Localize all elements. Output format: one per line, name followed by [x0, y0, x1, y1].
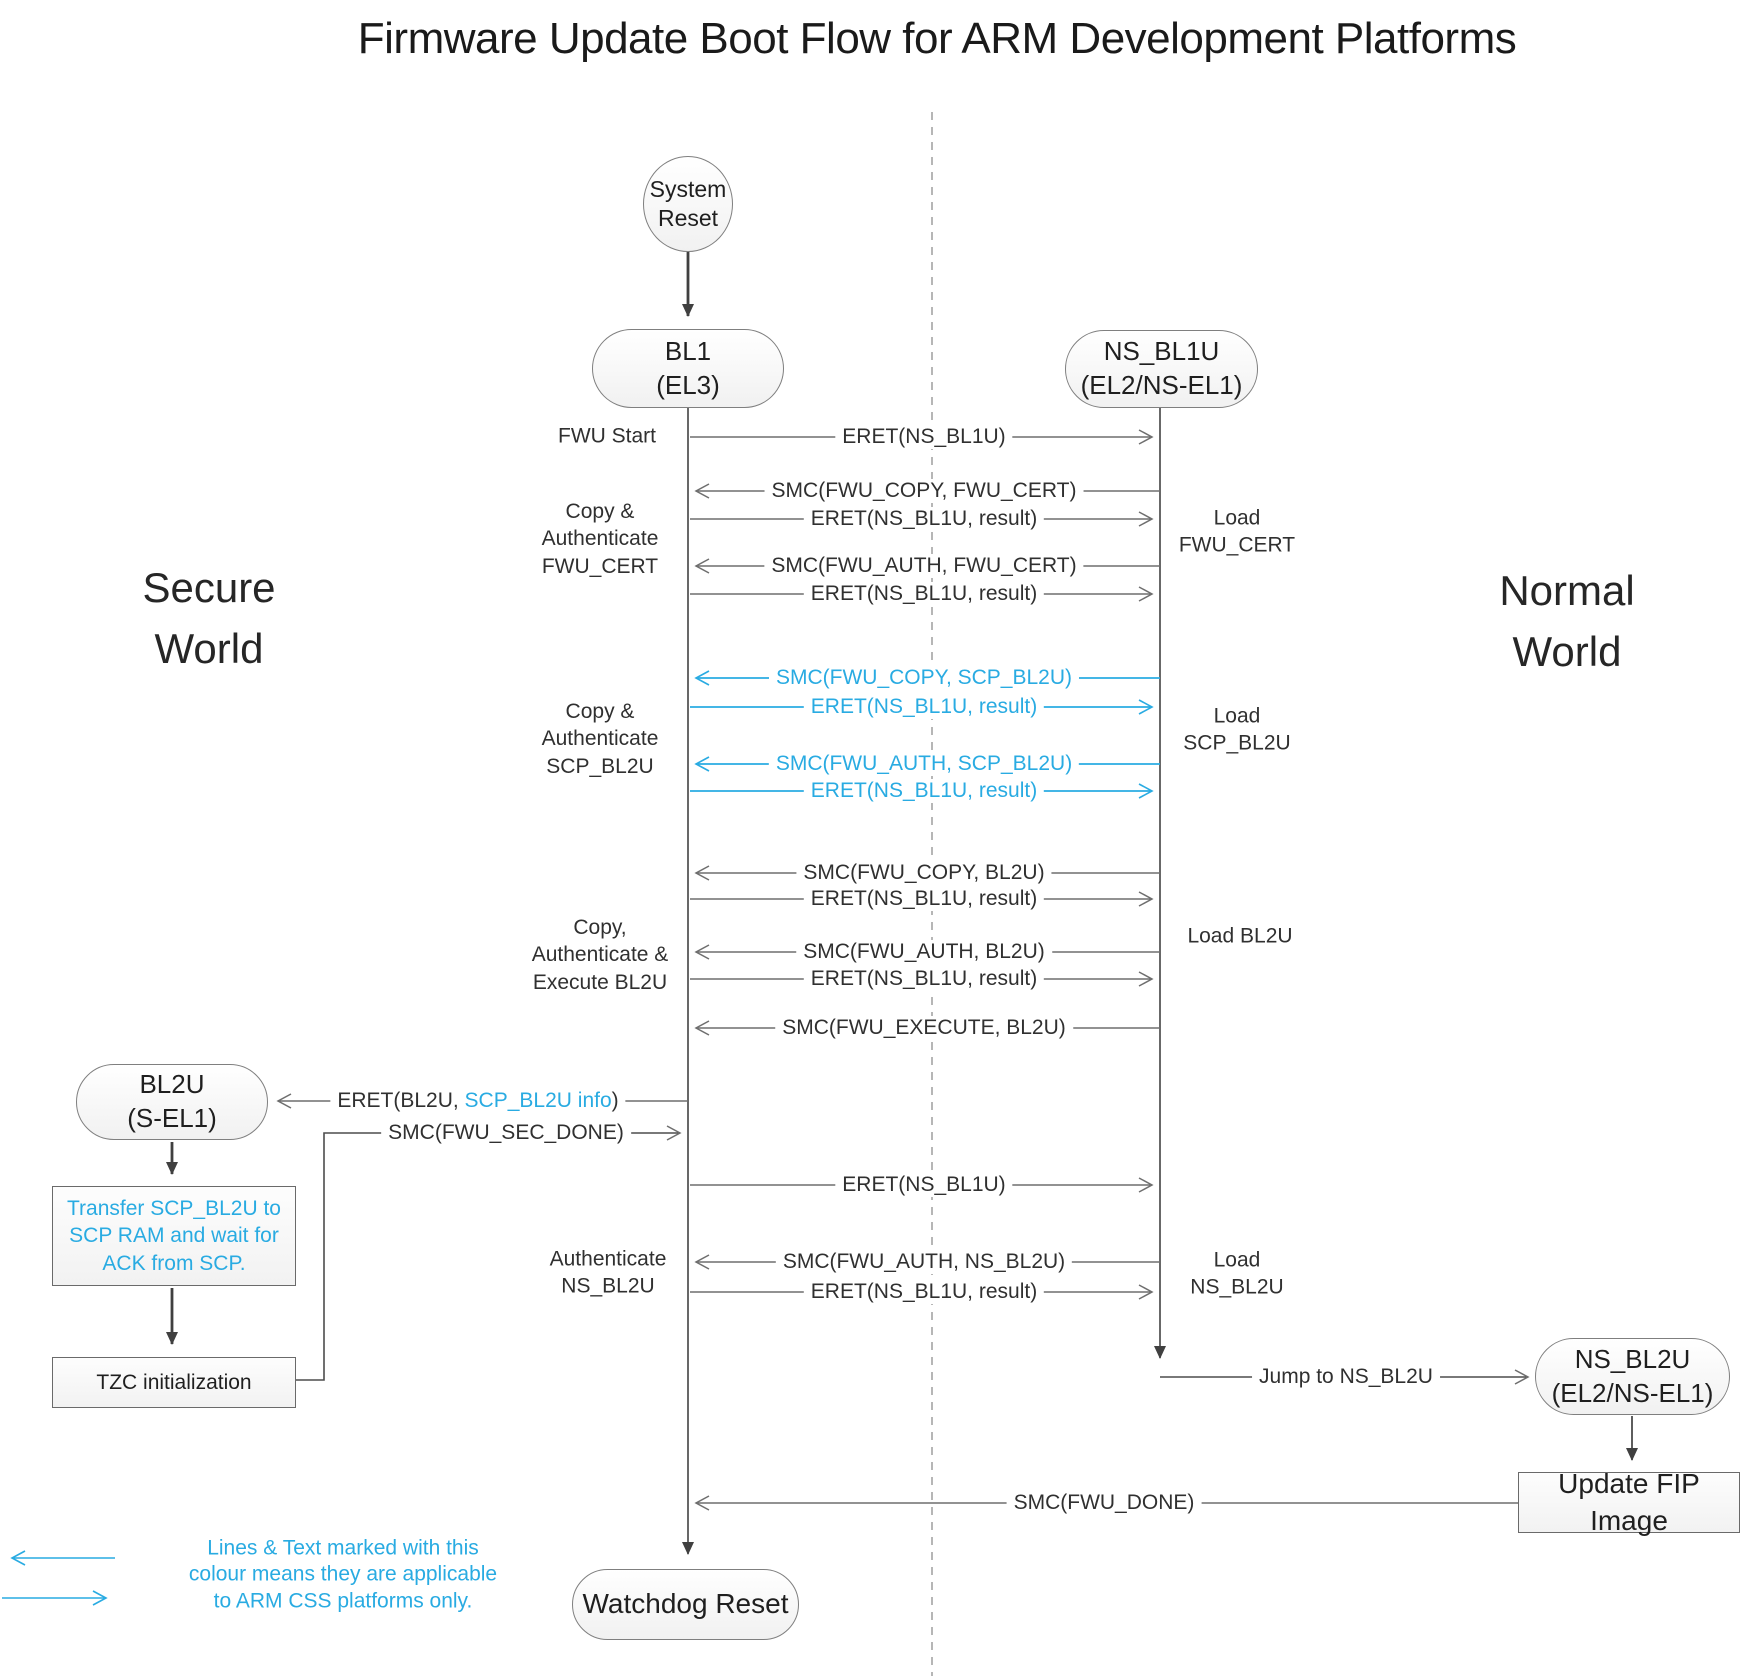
diagram-title: Firmware Update Boot Flow for ARM Develo… [357, 14, 1517, 63]
msg-label-eret-ns-bl1u: ERET(NS_BL1U) [835, 425, 1013, 449]
msg-label-smc-fwu-copy-fwu-cert: SMC(FWU_COPY, FWU_CERT) [764, 479, 1084, 503]
msg-label-smc-fwu-auth-fwu-cert: SMC(FWU_AUTH, FWU_CERT) [764, 554, 1084, 578]
msg-label-eret-result: ERET(NS_BL1U, result) [803, 967, 1045, 991]
normal-world-label: Normal World [1499, 567, 1635, 675]
node-transfer-scp-bl2u: Transfer SCP_BL2U to SCP RAM and wait fo… [52, 1186, 296, 1286]
node-ns-bl2u: NS_BL2U (EL2/NS-EL1) [1535, 1338, 1730, 1415]
annotation-copy-auth-scp-bl2u: Copy & Authenticate SCP_BL2U [541, 700, 659, 778]
annotation-load-ns-bl2u: Load NS_BL2U [1190, 1248, 1284, 1299]
msg-label-smc-fwu-copy-scp-bl2u: SMC(FWU_COPY, SCP_BL2U) [768, 666, 1080, 690]
node-watchdog-reset: Watchdog Reset [572, 1569, 799, 1640]
msg-label-eret-result: ERET(NS_BL1U, result) [803, 582, 1045, 606]
annotation-copy-auth-fwu-cert: Copy & Authenticate FWU_CERT [541, 500, 659, 578]
msg-label-smc-fwu-execute-bl2u: SMC(FWU_EXECUTE, BL2U) [775, 1016, 1073, 1040]
msg-label-eret-bl2u-scp-info: ERET(BL2U, SCP_BL2U info) [330, 1089, 626, 1113]
node-bl1: BL1 (EL3) [592, 329, 784, 408]
msg-label-eret-result: ERET(NS_BL1U, result) [803, 887, 1045, 911]
msg-label-smc-fwu-sec-done: SMC(FWU_SEC_DONE) [381, 1121, 631, 1145]
annotation-load-scp-bl2u: Load SCP_BL2U [1183, 704, 1291, 755]
annotation-fwu-start: FWU Start [558, 424, 656, 448]
node-ns-bl1u: NS_BL1U (EL2/NS-EL1) [1065, 330, 1258, 408]
annotation-copy-auth-exec-bl2u: Copy, Authenticate & Execute BL2U [531, 916, 669, 994]
annotation-auth-ns-bl2u: Authenticate NS_BL2U [549, 1247, 667, 1298]
css-platform-legend: Lines & Text marked with this colour mea… [188, 1536, 498, 1613]
msg-label-eret-result: ERET(NS_BL1U, result) [803, 507, 1045, 531]
node-tzc-initialization: TZC initialization [52, 1357, 296, 1408]
msg-label-eret-ns-bl1u: ERET(NS_BL1U) [835, 1173, 1013, 1197]
node-bl2u: BL2U (S-EL1) [76, 1064, 268, 1140]
msg-label-smc-fwu-done: SMC(FWU_DONE) [1006, 1491, 1202, 1515]
msg-label-eret-result: ERET(NS_BL1U, result) [803, 779, 1045, 803]
secure-world-label: Secure World [142, 564, 276, 672]
msg-label-eret-result: ERET(NS_BL1U, result) [803, 695, 1045, 719]
msg-label-smc-fwu-auth-bl2u: SMC(FWU_AUTH, BL2U) [796, 940, 1052, 964]
annotation-load-fwu-cert: Load FWU_CERT [1178, 506, 1296, 557]
msg-label-smc-fwu-auth-scp-bl2u: SMC(FWU_AUTH, SCP_BL2U) [768, 752, 1080, 776]
msg-label-eret-result: ERET(NS_BL1U, result) [803, 1280, 1045, 1304]
msg-label-jump-to-ns-bl2u: Jump to NS_BL2U [1252, 1365, 1440, 1389]
node-system-reset: System Reset [643, 156, 733, 252]
msg-label-smc-fwu-copy-bl2u: SMC(FWU_COPY, BL2U) [796, 861, 1052, 885]
msg-label-smc-fwu-auth-ns-bl2u: SMC(FWU_AUTH, NS_BL2U) [775, 1250, 1073, 1274]
annotation-load-bl2u: Load BL2U [1187, 924, 1293, 948]
node-update-fip-image: Update FIP Image [1518, 1468, 1740, 1536]
